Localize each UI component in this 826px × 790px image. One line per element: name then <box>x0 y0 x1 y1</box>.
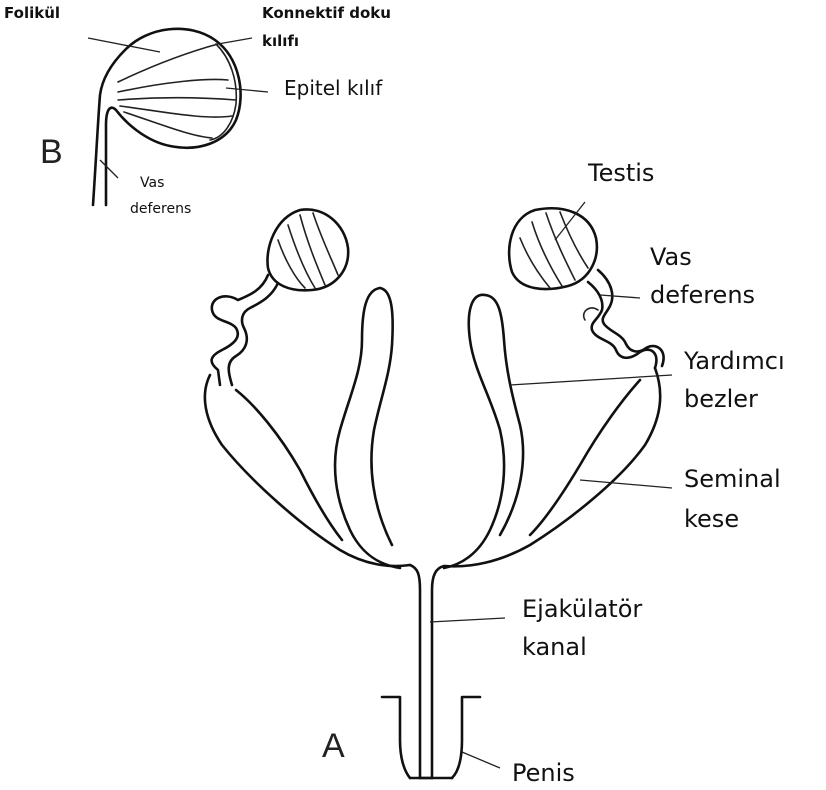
testis-label: Testis <box>588 156 654 190</box>
seminal-label-line1: Seminal <box>684 462 781 496</box>
vas-label-line2: deferens <box>650 278 755 312</box>
testis-follicle-detail <box>93 29 241 205</box>
vas-b-label-line2: deferens <box>130 200 191 218</box>
yardimci-label-line1: Yardımcı <box>684 344 785 378</box>
folikul-label: Folikül <box>4 4 60 22</box>
ejaculatory-duct <box>410 565 444 778</box>
konnektif-label-line1: Konnektif doku <box>262 4 391 22</box>
konnektif-label-line2: kılıfı <box>262 32 299 50</box>
testis-right <box>509 208 597 289</box>
testis-left <box>267 209 348 290</box>
epitel-label: Epitel kılıf <box>284 76 382 100</box>
panel-a-label: A <box>322 728 345 764</box>
accessory-gland-left <box>335 288 400 568</box>
penis-label: Penis <box>512 756 575 790</box>
seminal-vesicle-right <box>445 368 660 566</box>
vas-b-label-line1: Vas <box>140 174 164 192</box>
accessory-gland-right <box>444 295 523 568</box>
vas-label-line1: Vas <box>650 240 692 274</box>
ejak-label-line1: Ejakülatör <box>522 592 642 626</box>
ejak-label-line2: kanal <box>522 630 587 664</box>
vas-deferens-left <box>212 275 278 385</box>
seminal-label-line2: kese <box>684 502 739 536</box>
yardimci-label-line2: bezler <box>684 382 758 416</box>
panel-b-label: B <box>40 134 63 170</box>
